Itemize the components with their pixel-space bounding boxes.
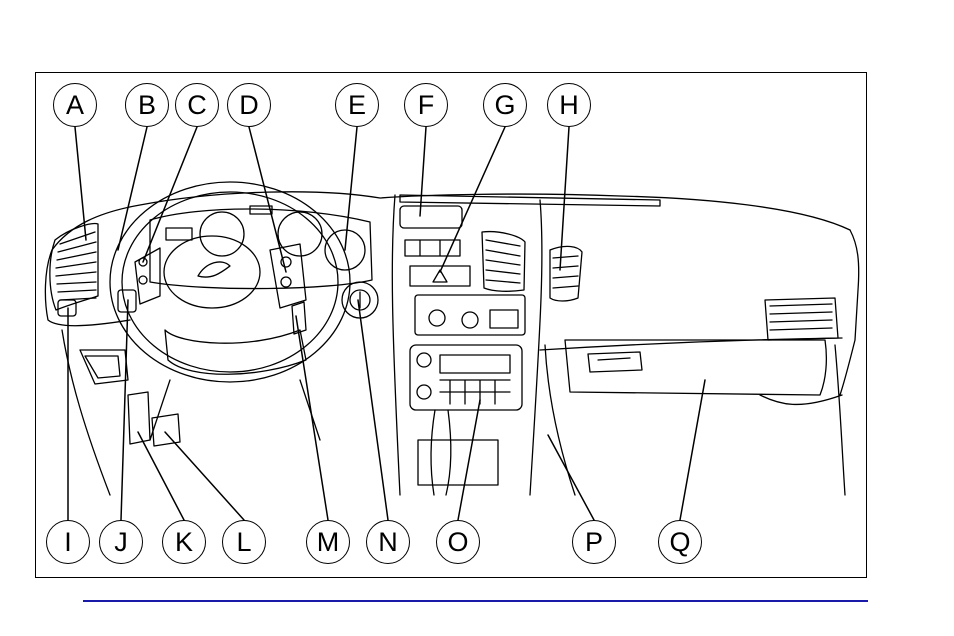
- left-air-vent: [50, 224, 98, 310]
- center-vent-left: [482, 232, 525, 292]
- callout-b: B: [125, 83, 169, 127]
- callout-k: K: [162, 520, 206, 564]
- knee-bolster: [80, 350, 128, 384]
- steering-column: [150, 380, 320, 440]
- callout-p: P: [572, 520, 616, 564]
- callout-h: H: [547, 83, 591, 127]
- callout-f: F: [404, 83, 448, 127]
- center-vent-right: [550, 246, 582, 301]
- callout-a: A: [53, 83, 97, 127]
- right-air-vent: [765, 298, 838, 340]
- dashboard-right-edge: [840, 230, 859, 395]
- callout-o: O: [436, 520, 480, 564]
- callout-m: M: [306, 520, 350, 564]
- glove-box: [565, 340, 826, 395]
- callout-d: D: [227, 83, 271, 127]
- callout-j: J: [99, 520, 143, 564]
- footer-rule: [83, 600, 868, 602]
- callout-q: Q: [658, 520, 702, 564]
- callout-c: C: [175, 83, 219, 127]
- instrument-cluster: [150, 206, 372, 289]
- callout-i: I: [46, 520, 90, 564]
- callout-e: E: [335, 83, 379, 127]
- lower-levers: [128, 392, 180, 446]
- callout-l: L: [222, 520, 266, 564]
- callout-n: N: [366, 520, 410, 564]
- center-stack: [392, 195, 542, 495]
- leader-lines: [68, 127, 705, 520]
- dashboard-top-outline: [52, 192, 850, 250]
- callout-g: G: [483, 83, 527, 127]
- lower-left-panel: [62, 330, 110, 495]
